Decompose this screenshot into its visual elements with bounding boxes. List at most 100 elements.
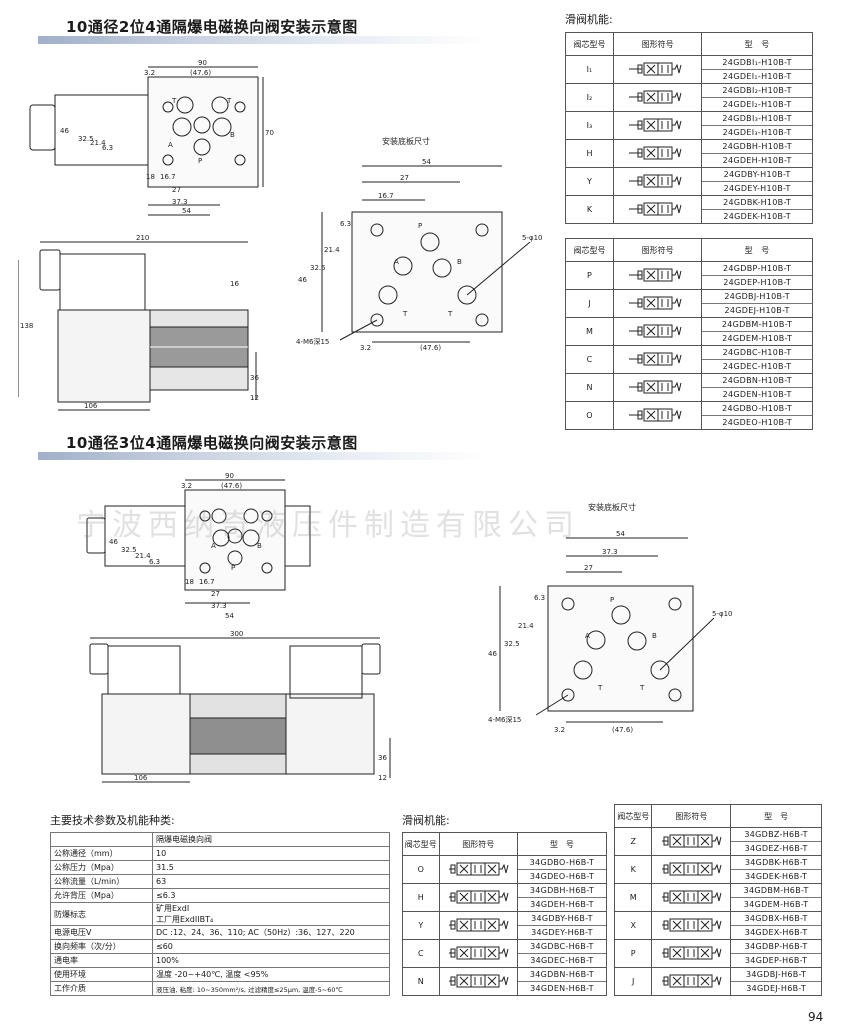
model-cell: 34GDBC-H6B-T 34GDEC-H6B-T bbox=[516, 939, 608, 968]
spec-label: 工作介质 bbox=[50, 981, 153, 996]
spec-value: 10 bbox=[152, 846, 390, 861]
graphic-symbol bbox=[612, 261, 703, 290]
model-number: 24GDBI₁-H10B-T bbox=[702, 56, 812, 70]
svg-text:21.4: 21.4 bbox=[135, 552, 151, 560]
svg-text:A: A bbox=[585, 632, 590, 640]
model-number: 24GDBI₃-H10B-T bbox=[702, 112, 812, 126]
svg-text:27: 27 bbox=[172, 186, 181, 194]
svg-text:T: T bbox=[597, 684, 603, 692]
model-number: 34GDBO-H6B-T bbox=[517, 856, 606, 870]
svg-text:5-φ10: 5-φ10 bbox=[712, 610, 733, 618]
svg-text:T: T bbox=[447, 310, 453, 318]
svg-text:21.4: 21.4 bbox=[90, 139, 106, 147]
svg-text:27: 27 bbox=[400, 174, 409, 182]
model-number: 24GDEN-H10B-T bbox=[722, 390, 792, 399]
svg-text:36: 36 bbox=[378, 754, 387, 762]
model-number: 34GDBY-H6B-T bbox=[517, 912, 606, 926]
section1-title-bar bbox=[38, 36, 488, 44]
page-number: 94 bbox=[808, 1010, 824, 1024]
valve-symbol-icon bbox=[662, 890, 722, 903]
svg-text:6.3: 6.3 bbox=[534, 594, 545, 602]
model-number: 34GDBZ-H6B-T bbox=[731, 828, 821, 842]
svg-text:(47.6): (47.6) bbox=[612, 726, 633, 734]
svg-text:4-M6深15: 4-M6深15 bbox=[488, 715, 521, 724]
model-cell: 24GDBK-H10B-T 24GDEK-H10B-T bbox=[701, 195, 813, 224]
table-row: C 34GDBC-H6B-T 34GDEC-H6B-T bbox=[402, 939, 608, 968]
core-type: J bbox=[565, 289, 614, 318]
spec-label: 公称通径（mm） bbox=[50, 846, 153, 861]
model-number: 34GDBX-H6B-T bbox=[731, 912, 821, 926]
model-number: 24GDBK-H10B-T bbox=[702, 196, 812, 210]
core-type: C bbox=[402, 939, 440, 968]
valve-symbol-icon bbox=[449, 918, 509, 931]
spec-row: 换向频率（次/分）≤60 bbox=[50, 939, 390, 954]
side-view-3pos: 300 36 12 106 bbox=[89, 630, 391, 783]
svg-text:54: 54 bbox=[616, 530, 625, 538]
valve-symbol-icon bbox=[662, 974, 722, 987]
model-number: 34GDEZ-H6B-T bbox=[744, 844, 808, 853]
side-view-2pos: 210 16 138 36 12 106 bbox=[18, 234, 259, 411]
svg-text:46: 46 bbox=[298, 276, 307, 284]
svg-text:54: 54 bbox=[182, 207, 191, 215]
model-number: 34GDBP-H6B-T bbox=[731, 940, 821, 954]
svg-text:6.3: 6.3 bbox=[102, 144, 113, 152]
valve-symbol-icon bbox=[628, 174, 682, 187]
valve-symbol-icon bbox=[628, 202, 682, 215]
col-header-symbol: 图形符号 bbox=[612, 32, 703, 56]
svg-text:27: 27 bbox=[584, 564, 593, 572]
col-header-model: 型 号 bbox=[730, 804, 822, 828]
spec-label: 使用环境 bbox=[50, 967, 153, 982]
model-cell: 34GDBZ-H6B-T 34GDEZ-H6B-T bbox=[730, 827, 822, 856]
svg-text:36: 36 bbox=[250, 374, 259, 382]
svg-text:90: 90 bbox=[225, 472, 234, 480]
svg-text:(47.6): (47.6) bbox=[420, 344, 441, 352]
valve-symbol-icon bbox=[628, 90, 682, 103]
model-number: 24GDBC-H10B-T bbox=[702, 346, 812, 360]
graphic-symbol bbox=[651, 855, 732, 884]
svg-text:安装底板尺寸: 安装底板尺寸 bbox=[382, 136, 430, 146]
svg-text:安装底板尺寸: 安装底板尺寸 bbox=[588, 502, 636, 512]
top-view-2pos: 90 (47.6) 3.2 70 46 32.5 21.4 6.3 18 16.… bbox=[29, 59, 274, 216]
graphic-symbol bbox=[438, 883, 518, 912]
model-number: 34GDEP-H6B-T bbox=[744, 956, 808, 965]
spec-row: 公称通径（mm）10 bbox=[50, 846, 390, 861]
spec-label bbox=[50, 832, 153, 847]
core-type: K bbox=[613, 855, 653, 884]
core-type: I₁ bbox=[565, 55, 614, 84]
spec-row: 允许背压（Mpa）≤6.3 bbox=[50, 888, 390, 903]
col-header-model: 型 号 bbox=[516, 832, 608, 856]
svg-text:32.5: 32.5 bbox=[310, 264, 326, 272]
spec-label: 防爆标志 bbox=[50, 902, 153, 926]
valve-symbol-icon bbox=[449, 946, 509, 959]
valve-symbol-icon bbox=[449, 890, 509, 903]
graphic-symbol bbox=[612, 345, 703, 374]
valve-symbol-icon bbox=[628, 380, 682, 393]
mounting-plate-3pos: 安装底板尺寸 54 37.3 27 6.3 21.4 32.5 46 3.2 (… bbox=[488, 502, 733, 734]
model-number: 34GDEC-H6B-T bbox=[530, 956, 594, 965]
graphic-symbol bbox=[612, 373, 703, 402]
svg-text:4-M6深15: 4-M6深15 bbox=[296, 337, 329, 346]
model-number: 24GDEK-H10B-T bbox=[723, 212, 791, 221]
core-type: J bbox=[613, 967, 653, 996]
svg-text:P: P bbox=[418, 222, 422, 230]
table-bl-heading: 滑阀机能: bbox=[402, 814, 450, 827]
model-number: 34GDEN-H6B-T bbox=[530, 984, 594, 993]
svg-text:3.2: 3.2 bbox=[181, 482, 192, 490]
graphic-symbol bbox=[651, 967, 732, 996]
model-number: 34GDBC-H6B-T bbox=[517, 940, 606, 954]
model-cell: 34GDBP-H6B-T 34GDEP-H6B-T bbox=[730, 939, 822, 968]
model-number: 24GDEC-H10B-T bbox=[722, 362, 792, 371]
